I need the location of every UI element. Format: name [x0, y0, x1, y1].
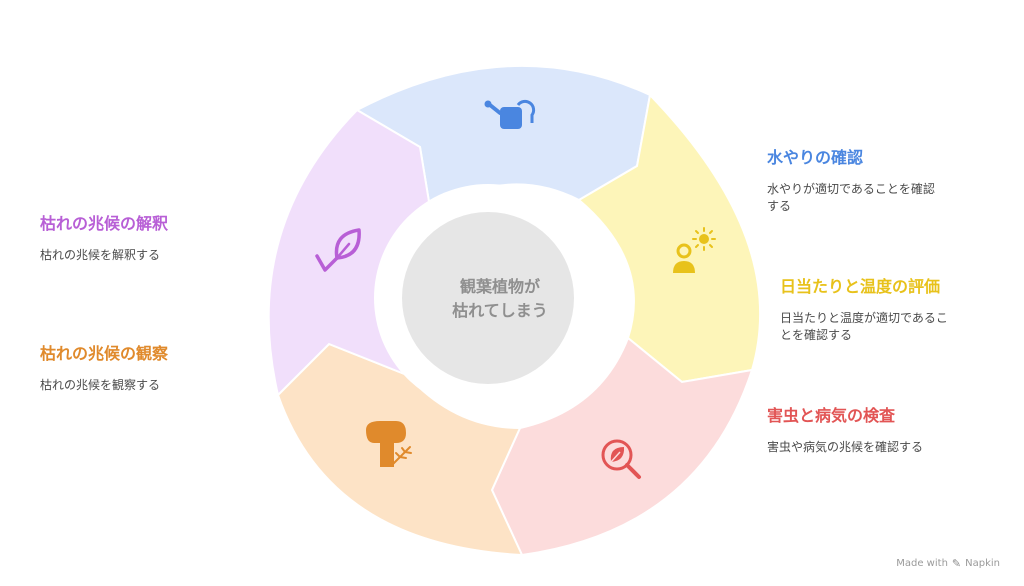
label-observe-title: 枯れの兆候の観察	[40, 344, 169, 363]
label-sun-title: 日当たりと温度の評価	[780, 277, 941, 296]
segment-observe	[276, 342, 524, 557]
footer-brand: Napkin	[965, 558, 1000, 569]
label-water-title: 水やりの確認	[767, 148, 864, 167]
label-water-desc: 水やりが適切であることを確認 する	[767, 181, 987, 215]
dead-tree-icon	[366, 421, 412, 467]
footer-credit: Made with ✎ Napkin	[896, 557, 1000, 570]
label-observe-desc-line1: 枯れの兆候を観察する	[40, 378, 161, 392]
person-sun-icon	[673, 227, 716, 273]
label-water: 水やりの確認 水やりが適切であることを確認 する	[767, 147, 987, 215]
center-title-line1: 観葉植物が	[460, 277, 540, 296]
label-interpret: 枯れの兆候の解釈 枯れの兆候を解釈する	[40, 213, 260, 264]
label-pest: 害虫と病気の検査 害虫や病気の兆候を確認する	[767, 405, 997, 456]
label-observe-desc: 枯れの兆候を観察する	[40, 377, 260, 394]
napkin-logo-icon: ✎	[951, 557, 962, 570]
label-pest-desc: 害虫や病気の兆候を確認する	[767, 439, 997, 456]
label-sun-desc: 日当たりと温度が適切であるこ とを確認する	[780, 310, 995, 344]
label-interpret-desc: 枯れの兆候を解釈する	[40, 247, 260, 264]
footer-made-with: Made with	[896, 558, 948, 569]
label-water-desc-line1: 水やりが適切であることを確認	[767, 182, 935, 196]
label-interpret-title: 枯れの兆候の解釈	[40, 214, 169, 233]
label-interpret-desc-line1: 枯れの兆候を解釈する	[40, 248, 161, 262]
label-sun-desc-line1: 日当たりと温度が適切であるこ	[780, 311, 948, 325]
magnifier-leaf-icon	[601, 439, 641, 479]
watering-can-icon	[484, 99, 536, 129]
center-title-line2: 枯れてしまう	[452, 301, 548, 320]
label-water-desc-line2: する	[767, 199, 792, 213]
leaf-check-icon	[315, 228, 361, 272]
label-sun-desc-line2: とを確認する	[780, 328, 853, 342]
label-sun: 日当たりと温度の評価 日当たりと温度が適切であるこ とを確認する	[780, 276, 995, 344]
center-hub	[402, 212, 574, 384]
label-observe: 枯れの兆候の観察 枯れの兆候を観察する	[40, 343, 260, 394]
label-pest-title: 害虫と病気の検査	[767, 406, 896, 425]
label-pest-desc-line1: 害虫や病気の兆候を確認する	[767, 440, 924, 454]
